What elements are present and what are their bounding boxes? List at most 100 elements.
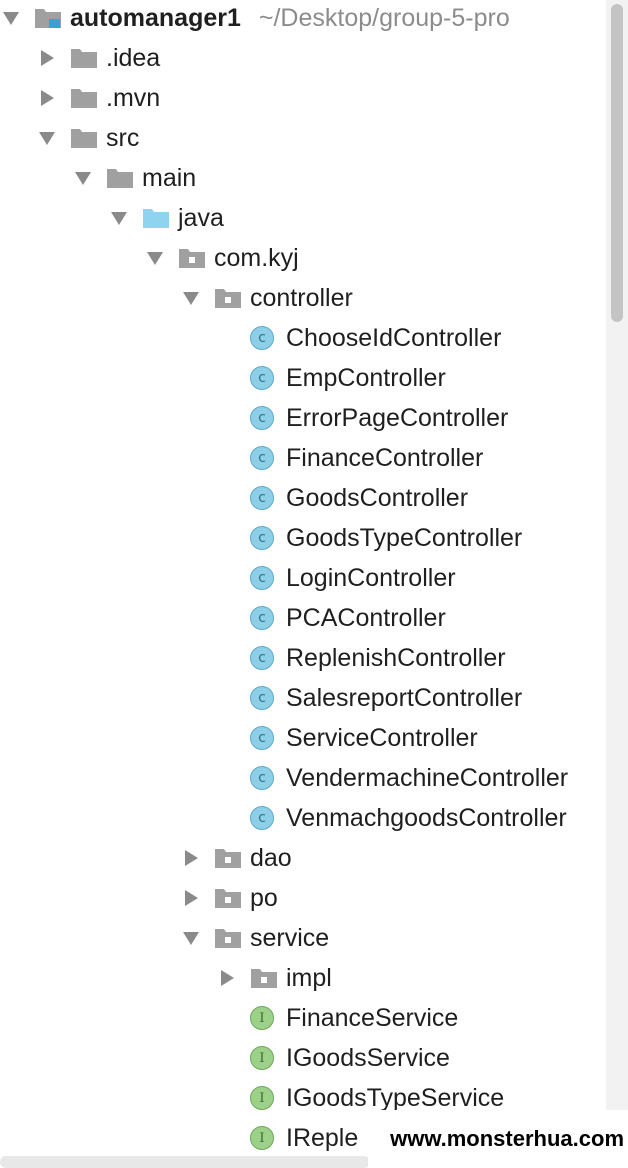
class-badge: c bbox=[250, 326, 274, 350]
tree-item-label: dao bbox=[250, 844, 292, 872]
tree-item-label: src bbox=[106, 124, 140, 152]
tree-item-label: SalesreportController bbox=[286, 684, 523, 712]
tree-item-label: po bbox=[250, 884, 278, 912]
tree-item-label: GoodsTypeController bbox=[286, 524, 523, 552]
tree-item-label: IGoodsService bbox=[286, 1044, 450, 1072]
arrow-spacer bbox=[216, 758, 238, 798]
tree-row[interactable]: c ReplenishController bbox=[0, 638, 606, 678]
tree-row[interactable]: c VenmachgoodsController bbox=[0, 798, 606, 838]
horizontal-scrollbar[interactable] bbox=[0, 1156, 370, 1168]
collapse-arrow-right-icon[interactable] bbox=[180, 838, 202, 878]
tree-row[interactable]: java bbox=[0, 198, 606, 238]
collapse-arrow-right-icon[interactable] bbox=[180, 878, 202, 918]
arrow-spacer bbox=[216, 718, 238, 758]
folder-icon bbox=[106, 158, 136, 198]
tree-item-label: FinanceService bbox=[286, 1004, 459, 1032]
arrow-spacer bbox=[216, 518, 238, 558]
expand-arrow-down-icon[interactable] bbox=[108, 198, 130, 238]
tree-item-label: GoodsController bbox=[286, 484, 469, 512]
arrow-spacer bbox=[216, 1078, 238, 1118]
package-icon bbox=[214, 838, 244, 878]
project-tree: automanager1~/Desktop/group-5-pro .idea .m… bbox=[0, 0, 606, 1158]
class-icon: c bbox=[250, 358, 280, 398]
interface-badge: I bbox=[250, 1006, 274, 1030]
interface-badge: I bbox=[250, 1086, 274, 1110]
arrow-spacer bbox=[216, 478, 238, 518]
tree-item-label: FinanceController bbox=[286, 444, 484, 472]
expand-arrow-down-icon[interactable] bbox=[36, 118, 58, 158]
tree-item-label: ReplenishController bbox=[286, 644, 506, 672]
expand-arrow-down-icon[interactable] bbox=[180, 278, 202, 318]
interface-icon: I bbox=[250, 1078, 280, 1118]
class-icon: c bbox=[250, 638, 280, 678]
interface-icon: I bbox=[250, 1118, 280, 1158]
tree-row[interactable]: service bbox=[0, 918, 606, 958]
tree-row[interactable]: com.kyj bbox=[0, 238, 606, 278]
collapse-arrow-right-icon[interactable] bbox=[216, 958, 238, 998]
tree-row[interactable]: c LoginController bbox=[0, 558, 606, 598]
package-icon bbox=[214, 878, 244, 918]
tree-item-label: LoginController bbox=[286, 564, 456, 592]
class-badge: c bbox=[250, 726, 274, 750]
tree-item-label: IGoodsTypeService bbox=[286, 1084, 505, 1112]
class-icon: c bbox=[250, 598, 280, 638]
tree-row[interactable]: I IGoodsTypeService bbox=[0, 1078, 606, 1118]
arrow-spacer bbox=[216, 398, 238, 438]
expand-arrow-down-icon[interactable] bbox=[0, 0, 22, 38]
package-icon bbox=[250, 958, 280, 998]
tree-row[interactable]: c ChooseIdController bbox=[0, 318, 606, 358]
interface-icon: I bbox=[250, 998, 280, 1038]
class-badge: c bbox=[250, 646, 274, 670]
collapse-arrow-right-icon[interactable] bbox=[36, 38, 58, 78]
package-icon bbox=[178, 238, 208, 278]
tree-row[interactable]: po bbox=[0, 878, 606, 918]
tree-item-label: service bbox=[250, 924, 330, 952]
tree-row[interactable]: impl bbox=[0, 958, 606, 998]
class-icon: c bbox=[250, 318, 280, 358]
class-badge: c bbox=[250, 806, 274, 830]
arrow-spacer bbox=[216, 1038, 238, 1078]
expand-arrow-down-icon[interactable] bbox=[180, 918, 202, 958]
tree-row[interactable]: automanager1~/Desktop/group-5-pro bbox=[0, 0, 606, 38]
tree-row[interactable]: .mvn bbox=[0, 78, 606, 118]
tree-item-label: .idea bbox=[106, 44, 161, 72]
tree-item-label: ChooseIdController bbox=[286, 324, 502, 352]
tree-item-label: java bbox=[178, 204, 224, 232]
class-badge: c bbox=[250, 446, 274, 470]
collapse-arrow-right-icon[interactable] bbox=[36, 78, 58, 118]
expand-arrow-down-icon[interactable] bbox=[72, 158, 94, 198]
expand-arrow-down-icon[interactable] bbox=[144, 238, 166, 278]
class-icon: c bbox=[250, 718, 280, 758]
tree-row[interactable]: c GoodsController bbox=[0, 478, 606, 518]
tree-item-label: .mvn bbox=[106, 84, 161, 112]
tree-row[interactable]: src bbox=[0, 118, 606, 158]
arrow-spacer bbox=[216, 558, 238, 598]
tree-item-label: VenmachgoodsController bbox=[286, 804, 567, 832]
tree-row[interactable]: main bbox=[0, 158, 606, 198]
class-badge: c bbox=[250, 486, 274, 510]
class-badge: c bbox=[250, 566, 274, 590]
tree-item-label: main bbox=[142, 164, 197, 192]
tree-row[interactable]: c FinanceController bbox=[0, 438, 606, 478]
tree-item-label: com.kyj bbox=[214, 244, 299, 272]
arrow-spacer bbox=[216, 798, 238, 838]
tree-row[interactable]: controller bbox=[0, 278, 606, 318]
package-icon bbox=[214, 918, 244, 958]
tree-item-label: automanager1 bbox=[70, 4, 241, 32]
tree-item-label: EmpController bbox=[286, 364, 446, 392]
tree-row[interactable]: dao bbox=[0, 838, 606, 878]
package-icon bbox=[214, 278, 244, 318]
watermark-text: www.monsterhua.com bbox=[368, 1110, 628, 1168]
vertical-scrollbar-thumb[interactable] bbox=[611, 4, 623, 322]
tree-row[interactable]: I FinanceService bbox=[0, 998, 606, 1038]
tree-row[interactable]: .idea bbox=[0, 38, 606, 78]
